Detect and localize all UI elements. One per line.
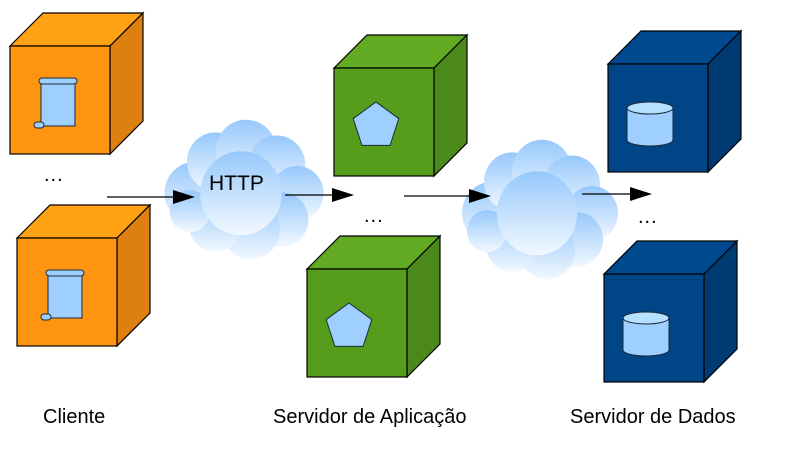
http-cloud (164, 119, 324, 260)
http-cloud-label: HTTP (209, 172, 264, 195)
pentagon-icon (352, 101, 400, 146)
database-icon (626, 101, 674, 147)
data-cube-2 (602, 239, 739, 384)
client-ellipsis: ... (44, 164, 64, 186)
data-ellipsis: ... (638, 206, 658, 228)
database-icon (622, 311, 670, 357)
scroll-icon (40, 269, 85, 321)
app-server-label: Servidor de Aplicação (273, 406, 467, 428)
data-server-label: Servidor de Dados (570, 406, 736, 428)
client-cube-2 (15, 203, 152, 348)
data-cube-1 (606, 29, 743, 174)
app-ellipsis: ... (364, 205, 384, 227)
client-label: Cliente (43, 406, 106, 428)
app-cube-2 (305, 234, 442, 379)
pentagon-icon (325, 302, 373, 347)
app-cube-1 (332, 33, 469, 178)
db-cloud (462, 139, 618, 280)
client-cube-1 (8, 11, 145, 156)
scroll-icon (33, 77, 78, 129)
